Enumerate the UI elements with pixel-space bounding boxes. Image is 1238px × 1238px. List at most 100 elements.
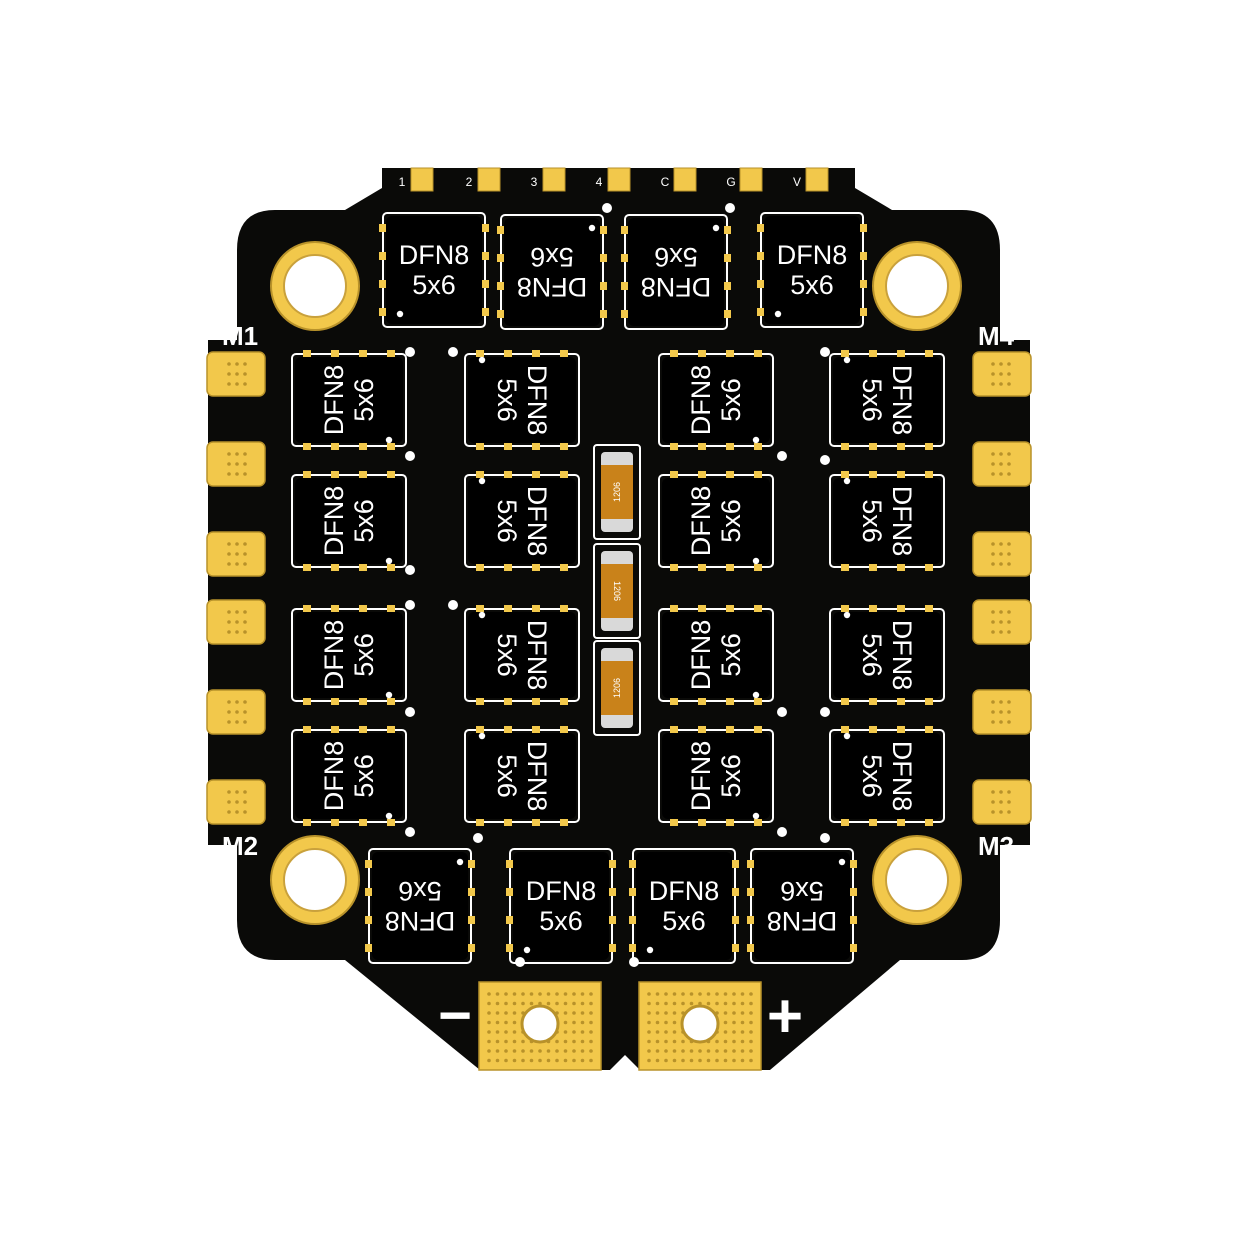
chip-lead [497,254,506,262]
chip-lead [925,471,933,480]
via [689,992,694,996]
chip-label-line2: 5x6 [412,270,456,300]
chip-lead [504,817,512,826]
via [580,1030,585,1034]
via [740,992,745,996]
chip-outline [509,848,613,964]
via [749,1001,753,1006]
chip-outline [464,729,580,823]
via [495,1049,500,1053]
pin1-dot [523,946,531,954]
chip-body [295,733,403,819]
chip-lead [722,310,731,318]
via [732,1020,736,1025]
via [243,462,247,466]
chip-lead [841,350,849,359]
chip-lead [670,350,678,359]
chip-lead [754,696,762,705]
via [991,362,995,366]
via [538,1049,542,1053]
chip-lead [466,916,475,924]
header-pad [673,167,697,192]
chip-lead [387,817,395,826]
via [512,992,517,996]
chip-label-line2: 5x6 [857,754,887,798]
via [546,992,551,996]
chip-label-line2: 5x6 [662,906,706,936]
chip-label-line1: DFN8 [887,741,917,812]
chip-lead [504,605,512,614]
header-label: C [661,175,670,189]
via [243,810,247,814]
chip-body [833,357,941,443]
via [740,1058,745,1063]
via [235,810,239,814]
via [235,462,239,466]
chip-lead [359,726,367,735]
chip-label-line1: DFN8 [686,486,716,557]
via [991,562,995,566]
via [572,1039,576,1044]
chip-lead [497,226,506,234]
via [732,1030,736,1034]
via [555,1049,559,1053]
via-dot [777,451,787,461]
via [999,800,1003,804]
chip-lead [504,350,512,359]
chip-lead [560,471,568,480]
chip-label-line1: DFN8 [777,240,848,270]
via-dot [405,347,415,357]
via [572,1020,576,1025]
via [589,1049,593,1053]
resistor-body [601,661,633,715]
chip-lead [607,860,616,868]
chip-lead [303,441,311,450]
chip-outline [624,214,728,330]
via [991,610,995,614]
chip-lead [331,471,339,480]
via [580,1011,585,1015]
via [580,1020,585,1025]
resistor-outline [593,444,641,540]
via [563,1011,568,1015]
chip-label-line1: DFN8 [319,741,349,812]
via [495,1001,500,1006]
mounting-hole [283,848,347,912]
via [999,552,1003,556]
chip-label-line2: 5x6 [539,906,583,936]
via [521,992,525,996]
chip-outline [658,729,774,823]
via [563,1039,568,1044]
via [715,1049,719,1053]
resistor-outline [593,543,641,639]
chip-lead [379,308,388,316]
via [749,1039,753,1044]
via [664,1001,668,1006]
chip-lead [698,696,706,705]
chip-lead [897,562,905,571]
chip-label-line2: 5x6 [790,270,834,300]
via [672,1049,677,1053]
via [647,1020,651,1025]
chip-lead [897,350,905,359]
chip-body [833,478,941,564]
via [1007,610,1011,614]
chip-lead [621,254,630,262]
chip-outline [632,848,736,964]
via [243,562,247,566]
via [555,992,559,996]
chip-lead [476,605,484,614]
chip-lead [869,605,877,614]
chip-lead [532,441,540,450]
pin1-dot [478,356,486,364]
chip-lead [331,817,339,826]
via [991,720,995,724]
via [572,992,576,996]
chip-lead [331,726,339,735]
via [563,1049,568,1053]
via [512,1011,517,1015]
